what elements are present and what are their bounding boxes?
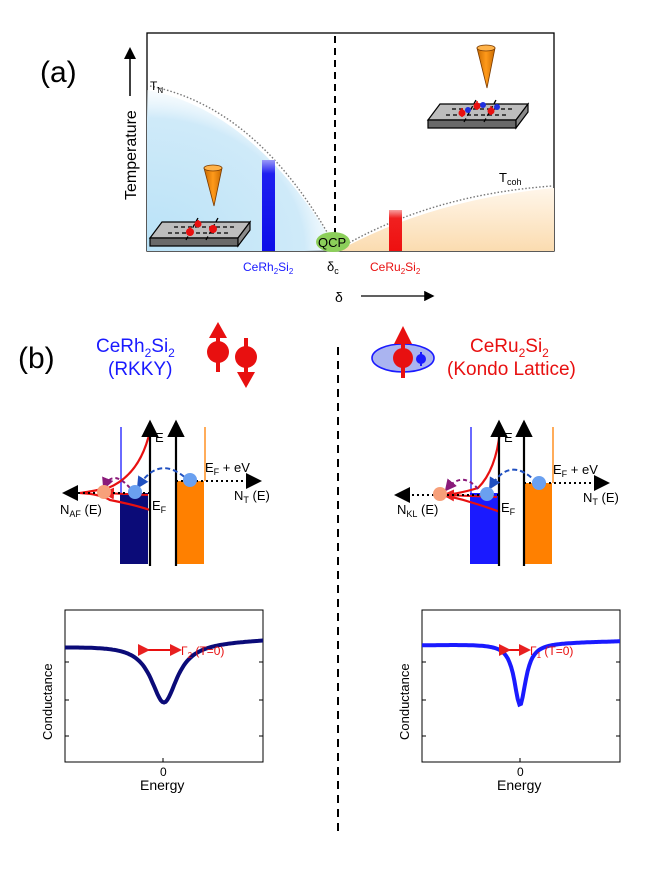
temperature-axis-label: Temperature	[123, 110, 140, 200]
right-gamma-label: Γ1 (T=0)	[530, 644, 573, 660]
right-nkle-label: NKL (E)	[397, 502, 438, 519]
tn-label: TN	[150, 79, 163, 95]
right-nte-label: NT (E)	[583, 490, 619, 507]
right-energy-xlabel: Energy	[497, 777, 541, 793]
left-energy-xlabel: Energy	[140, 777, 184, 793]
left-conductance-curve	[65, 638, 264, 705]
left-compound-title: CeRh2Si2	[96, 336, 175, 360]
right-conductance-plot: Γ1 (T=0) Conductance 0 Energy	[397, 609, 621, 793]
left-gamma-label: Γ2 (T=0)	[181, 644, 224, 660]
left-dos-curve	[79, 430, 152, 512]
left-tip-occupied	[176, 481, 204, 564]
right-occupied-states	[470, 493, 498, 564]
qcp-marker	[316, 232, 350, 252]
left-electron-hole	[97, 485, 111, 499]
cerh2si2-axis-label: CeRh2Si2	[243, 260, 294, 276]
right-compound-title: CeRu2Si2	[470, 336, 549, 360]
right-ef-label: EF	[501, 500, 516, 517]
af-region	[147, 90, 338, 251]
left-compound-subtitle: (RKKY)	[108, 359, 172, 380]
tn-boundary	[149, 85, 337, 249]
ceru2si2-bar	[389, 210, 402, 251]
panel-a-label: (a)	[40, 56, 77, 89]
right-electron-hole	[433, 487, 447, 501]
left-dos-diagram: E EF EF + eV NAF (E) NT (E)	[60, 419, 270, 566]
right-conductance-ylabel: Conductance	[397, 663, 412, 740]
panel-b-label: (b)	[18, 342, 55, 375]
left-conductance-ylabel: Conductance	[40, 663, 55, 740]
delta-c-label: δc	[327, 259, 339, 276]
left-plot-frame	[64, 609, 264, 763]
left-electron-tip	[183, 473, 197, 487]
tcoh-boundary	[339, 185, 553, 249]
right-compound-subtitle: (Kondo Lattice)	[447, 359, 576, 380]
qcp-label: QCP	[318, 235, 346, 250]
left-ef-label: EF	[152, 498, 167, 515]
left-energy-label: E	[155, 430, 164, 445]
left-conductance-plot: Γ2 (T=0) Conductance 0 Energy	[40, 609, 264, 793]
left-nafe-label: NAF (E)	[60, 502, 102, 519]
kondo-singlet-icon	[371, 326, 435, 378]
left-electron-sample	[128, 485, 142, 499]
right-zero-tick: 0	[517, 765, 524, 779]
stm-sample-af	[148, 164, 252, 248]
left-zero-tick: 0	[160, 765, 167, 779]
right-tip-occupied	[524, 483, 552, 564]
ceru2si2-axis-label: CeRu2Si2	[370, 260, 421, 276]
right-dos-diagram: E EF EF + eV NKL (E) NT (E)	[394, 419, 619, 566]
cerh2si2-bar	[262, 160, 275, 251]
right-conductance-curve	[422, 639, 620, 708]
af-spin-pair-icon	[207, 322, 257, 388]
left-efev-label: EF + eV	[205, 460, 250, 477]
panel-a: (a) Temperature QCP TN Tcoh CeRh2Si2 CeR…	[40, 32, 555, 305]
right-electron-sample	[480, 487, 494, 501]
right-electron-tip	[532, 476, 546, 490]
stm-sample-kondo	[426, 44, 530, 130]
panel-b: (b) CeRh2Si2 (RKKY) CeRu2Si2 (Kondo Latt…	[18, 322, 621, 832]
delta-axis-label: δ	[335, 289, 343, 305]
right-energy-label: E	[504, 430, 513, 445]
right-efev-label: EF + eV	[553, 462, 598, 479]
tcoh-label: Tcoh	[499, 170, 521, 187]
left-nte-label: NT (E)	[234, 488, 270, 505]
right-plot-frame	[421, 609, 621, 763]
